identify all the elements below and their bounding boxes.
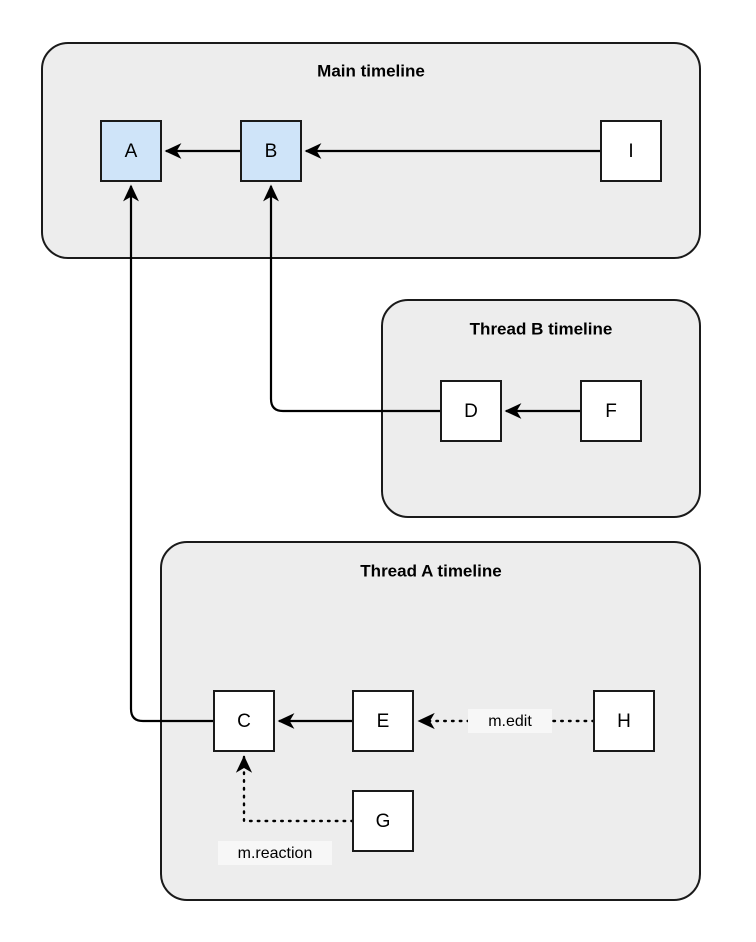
group-title-main: Main timeline: [317, 61, 425, 80]
node-h[interactable]: H: [593, 690, 655, 752]
node-label-i: I: [628, 141, 633, 162]
node-label-b: B: [265, 141, 278, 162]
node-label-a: A: [125, 141, 138, 162]
node-d[interactable]: D: [440, 380, 502, 442]
node-c[interactable]: C: [213, 690, 275, 752]
node-box-d[interactable]: [440, 380, 502, 442]
node-label-c: C: [237, 711, 251, 732]
node-a[interactable]: A: [100, 120, 162, 182]
node-box-e[interactable]: [352, 690, 414, 752]
edge-c-to-a: [123, 184, 214, 723]
group-thread-b-timeline: Thread B timeline: [381, 299, 701, 518]
node-g[interactable]: G: [352, 790, 414, 852]
node-i[interactable]: I: [600, 120, 662, 182]
node-box-f[interactable]: [580, 380, 642, 442]
node-box-g[interactable]: [352, 790, 414, 852]
node-label-h: H: [617, 711, 631, 732]
node-label-e: E: [377, 711, 390, 732]
group-title-thread-a: Thread A timeline: [360, 561, 501, 580]
node-box-a[interactable]: [100, 120, 162, 182]
node-box-c[interactable]: [213, 690, 275, 752]
group-box-thread-b: [381, 299, 701, 518]
node-label-f: F: [605, 401, 617, 422]
edge-label-m-edit-text: m.edit: [488, 713, 532, 730]
edge-label-m-reaction-text: m.reaction: [238, 845, 313, 862]
node-box-h[interactable]: [593, 690, 655, 752]
node-box-i[interactable]: [600, 120, 662, 182]
node-box-b[interactable]: [240, 120, 302, 182]
node-b[interactable]: B: [240, 120, 302, 182]
group-title-thread-b: Thread B timeline: [470, 319, 613, 338]
edge-d-to-b: [263, 184, 441, 413]
node-label-g: G: [376, 811, 391, 832]
edge-label-m-edit: m.edit: [468, 709, 552, 733]
edge-label-m-edit-bg: [468, 709, 552, 733]
node-f[interactable]: F: [580, 380, 642, 442]
edge-g-to-c: [235, 755, 355, 823]
node-label-d: D: [464, 401, 478, 422]
edge-label-m-reaction: m.reaction: [218, 841, 332, 865]
edge-label-m-reaction-bg: [218, 841, 332, 865]
node-e[interactable]: E: [352, 690, 414, 752]
